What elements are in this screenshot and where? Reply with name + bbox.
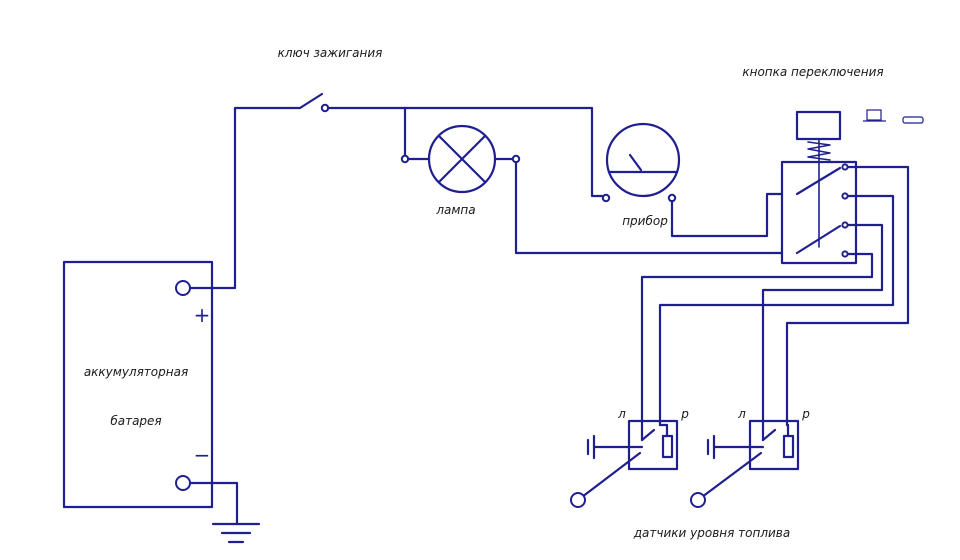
lamp-label: лампа: [435, 203, 475, 217]
main-bus-wire: [326, 106, 604, 198]
gauge-left-terminal: [601, 193, 611, 203]
wire-to-left-sensor-r: [658, 194, 895, 427]
battery: + − аккумуляторная батарея: [62, 260, 214, 509]
battery-label-line2: батарея: [110, 414, 161, 428]
sensor-right-resistor: [782, 434, 795, 459]
fuel-sensor-right: л р: [690, 407, 810, 508]
battery-positive-terminal: [175, 280, 191, 296]
ignition-contact-arm: [298, 92, 324, 110]
sensor-left-body: [627, 419, 679, 471]
lamp-cross-b: [437, 134, 487, 184]
ignition-key: ключ зажигания: [278, 46, 383, 113]
ignition-key-label: ключ зажигания: [278, 46, 383, 60]
switch-contact-lower: [795, 224, 842, 255]
switch-terminal-4: [841, 250, 849, 258]
wire-to-left-sensor-l: [640, 252, 874, 427]
sensor-right-contact: [761, 428, 777, 442]
switch-terminal-3: [841, 221, 849, 229]
sensor-left-float: [570, 492, 586, 508]
switch-spring: [807, 141, 831, 161]
sensor-right-float: [690, 492, 706, 508]
sensor-left-r-label: р: [680, 407, 689, 421]
sensor-right-r-label: р: [801, 407, 810, 421]
wire-to-right-sensor-l: [761, 223, 884, 427]
fuel-gauge: прибор: [601, 122, 681, 228]
gauge-label: прибор: [622, 214, 668, 228]
sensor-left-contact: [640, 428, 656, 442]
switch-button-label: кнопка переключения: [742, 65, 883, 79]
lamp-to-switch-wire: [514, 160, 784, 255]
switch-terminal-1: [841, 163, 849, 171]
gauge-circle: [605, 122, 681, 198]
battery-negative-terminal: [175, 475, 191, 491]
sensor-right-float-arm: [700, 451, 763, 499]
sensor-right-body: [748, 419, 800, 471]
sensor-right-l-label: л: [737, 407, 746, 421]
minus-sign: −: [194, 443, 211, 467]
button-pressed-pictogram: [863, 109, 886, 122]
sensor-left-float-arm: [580, 451, 642, 499]
sensor-left-resistor: [661, 434, 674, 459]
plus-sign: +: [194, 303, 211, 327]
sensor-left-l-label: л: [617, 407, 626, 421]
battery-ground: [188, 481, 261, 544]
fuel-sensor-left: л р: [570, 407, 689, 508]
fuel-sensors-label: датчики уровня топлива: [633, 526, 790, 540]
switch-button: кнопка переключения: [742, 65, 924, 265]
gauge-to-switch-wire: [670, 192, 784, 238]
switch-housing: [780, 160, 858, 265]
switch-cap: [795, 110, 842, 141]
battery-label-line1: аккумуляторная: [84, 365, 188, 379]
gauge-needle: [628, 153, 643, 172]
positive-wire: [188, 106, 302, 290]
switch-contact-upper: [795, 166, 842, 196]
wire-to-right-sensor-r: [785, 165, 910, 427]
switch-terminal-2: [841, 192, 849, 200]
battery-body: [62, 260, 214, 509]
button-released-pictogram: [902, 116, 924, 124]
ground-wire: [188, 481, 239, 526]
lamp: лампа: [400, 124, 521, 217]
